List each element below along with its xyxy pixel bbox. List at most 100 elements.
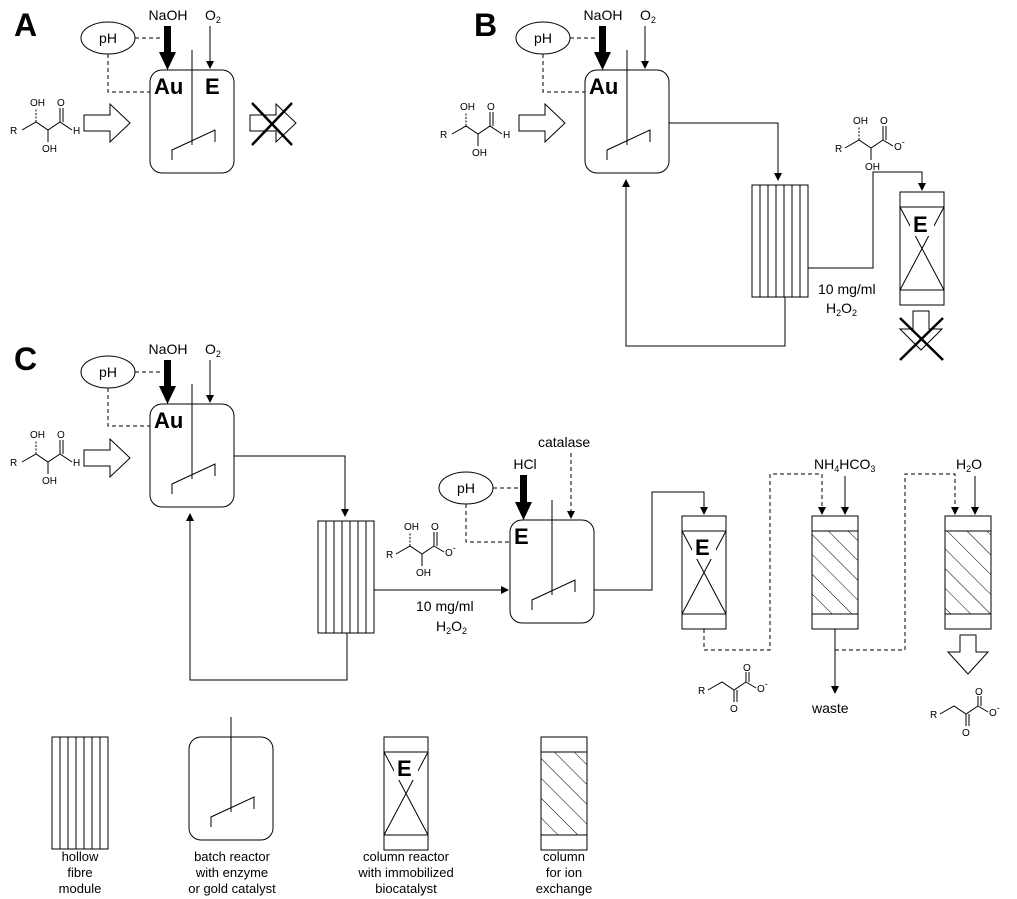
- column-transfer-line: [703, 473, 826, 651]
- svg-text:H2O2: H2O2: [436, 618, 467, 636]
- svg-text:Au: Au: [589, 74, 618, 99]
- ion-exchange-column-c2: [944, 515, 992, 630]
- hollow-fibre-module-b: [751, 184, 809, 298]
- column-reactor-c: E: [681, 515, 727, 630]
- hydrogen-peroxide-label: 10 mg/ml H2O2: [818, 281, 876, 318]
- ph-controller-c2: pH: [438, 471, 494, 505]
- svg-text:10 mg/ml: 10 mg/ml: [818, 281, 876, 297]
- substrate-structure: R OH OH O H: [10, 430, 80, 487]
- svg-text:NaOH: NaOH: [584, 7, 623, 23]
- svg-text:E: E: [913, 212, 928, 237]
- ph-probe-line: [107, 54, 152, 93]
- catalase-label: catalase: [538, 434, 590, 450]
- blocked-cross-icon: [899, 317, 944, 361]
- batch-reactor-b: Au: [584, 50, 670, 174]
- hcl-feed-arrow: [515, 475, 532, 520]
- svg-text:E: E: [397, 756, 412, 781]
- gluconate-structure: R OH OH O O-: [835, 116, 905, 173]
- svg-text:batch reactor: batch reactor: [194, 849, 271, 864]
- svg-text:O: O: [57, 430, 65, 441]
- svg-text:H: H: [73, 458, 80, 469]
- svg-text:O-: O-: [445, 543, 456, 559]
- svg-text:OH: OH: [30, 98, 45, 109]
- column-reactor-b: E: [899, 191, 945, 306]
- svg-text:H: H: [503, 130, 510, 141]
- hollow-fibre-module-c: [317, 520, 375, 634]
- naoh-feed-arrow: [594, 26, 611, 70]
- recycle-line: [186, 513, 348, 681]
- svg-text:O: O: [730, 704, 738, 715]
- ion-exchange-column-c1: [811, 515, 859, 630]
- gold-catalyst-label: Au: [154, 74, 183, 99]
- svg-text:Au: Au: [154, 408, 183, 433]
- hcl-label: HCl: [513, 456, 536, 472]
- svg-text:OH: OH: [460, 102, 475, 113]
- svg-text:O: O: [880, 116, 888, 127]
- svg-text:pH: pH: [99, 364, 117, 380]
- panel-c-label: C: [14, 341, 37, 377]
- svg-text:OH: OH: [865, 162, 880, 173]
- svg-text:OH: OH: [42, 476, 57, 487]
- svg-text:R: R: [698, 686, 705, 697]
- legend-column-reactor: E column reactor with immobilized biocat…: [357, 736, 454, 896]
- svg-text:O2: O2: [205, 341, 221, 359]
- flow-line: [234, 455, 349, 517]
- flow-line: [669, 122, 782, 181]
- substrate-feed-arrow: [83, 437, 131, 479]
- svg-text:O-: O-: [894, 137, 905, 153]
- column-transfer-line: [835, 473, 959, 651]
- svg-text:E: E: [514, 524, 529, 549]
- svg-text:with enzyme: with enzyme: [195, 865, 268, 880]
- legend-ion-exchange-column: column for ion exchange: [536, 736, 592, 896]
- svg-text:10 mg/ml: 10 mg/ml: [416, 598, 474, 614]
- substrate-feed-arrow: [83, 102, 131, 144]
- batch-reactor-a: Au E: [149, 50, 235, 174]
- ph-controller-b: pH: [515, 21, 571, 55]
- product-structure: R O O O-: [930, 687, 1000, 739]
- svg-text:fibre: fibre: [67, 865, 92, 880]
- o2-label: O2: [205, 7, 221, 25]
- panel-c: C pH NaOH O2 Au R OH OH O H: [10, 341, 1000, 739]
- svg-text:O: O: [57, 98, 65, 109]
- svg-text:O: O: [743, 663, 751, 674]
- legend: hollow fibre module batch reactor with e…: [51, 717, 592, 896]
- permeate-line: [808, 171, 926, 269]
- svg-text:R: R: [10, 458, 17, 469]
- legend-hollow-fibre: hollow fibre module: [51, 736, 109, 896]
- svg-text:H: H: [73, 126, 80, 137]
- ph-controller-c: pH: [80, 355, 136, 389]
- svg-text:R: R: [440, 130, 447, 141]
- legend-batch-reactor: batch reactor with enzyme or gold cataly…: [188, 717, 276, 896]
- svg-text:O: O: [962, 728, 970, 739]
- panel-b-label: B: [474, 7, 497, 43]
- nh4hco3-label: NH4HCO3: [814, 456, 875, 474]
- blocked-output-arrow: [898, 310, 944, 351]
- ph-controller-a: pH: [80, 21, 136, 55]
- svg-text:with immobilized: with immobilized: [357, 865, 453, 880]
- svg-text:O: O: [431, 522, 439, 533]
- svg-text:exchange: exchange: [536, 881, 592, 896]
- panel-a: A pH NaOH O2 Au E R: [10, 7, 297, 174]
- svg-text:OH: OH: [30, 430, 45, 441]
- batch-reactor-c2: E: [509, 500, 595, 624]
- svg-text:for ion: for ion: [546, 865, 582, 880]
- svg-text:column reactor: column reactor: [363, 849, 450, 864]
- svg-text:OH: OH: [853, 116, 868, 127]
- svg-text:module: module: [59, 881, 102, 896]
- gluconate-structure: R OH OH O O-: [386, 522, 456, 579]
- svg-text:OH: OH: [472, 148, 487, 159]
- flow-line: [594, 491, 708, 591]
- svg-text:R: R: [835, 144, 842, 155]
- svg-text:pH: pH: [457, 480, 475, 496]
- svg-text:NaOH: NaOH: [149, 341, 188, 357]
- svg-text:O-: O-: [989, 703, 1000, 719]
- svg-text:O: O: [487, 102, 495, 113]
- naoh-feed-arrow: [159, 26, 176, 70]
- panel-a-label: A: [14, 7, 37, 43]
- product-output-arrow: [946, 634, 990, 675]
- substrate-structure: R OH OH O H: [10, 98, 80, 155]
- ketoacid-structure: R O O O-: [698, 663, 768, 715]
- svg-text:R: R: [930, 710, 937, 721]
- svg-text:OH: OH: [404, 522, 419, 533]
